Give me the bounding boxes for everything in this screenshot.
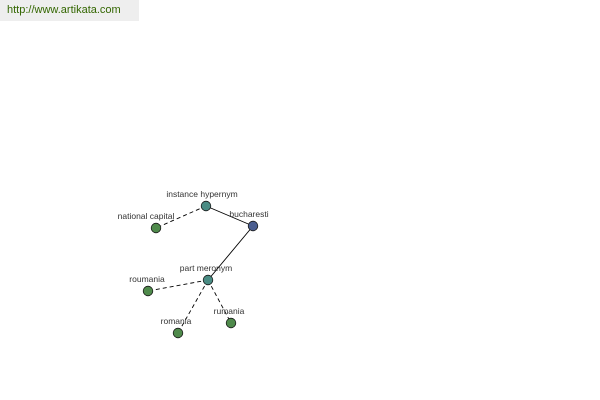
url-banner: http://www.artikata.com — [0, 0, 139, 21]
node-label-roumania: roumania — [129, 274, 165, 284]
node-label-romania: romania — [161, 316, 192, 326]
edge-bucharesti-part-meronym — [207, 225, 254, 281]
node-romania[interactable]: romania — [161, 316, 192, 339]
node-part-meronym[interactable]: part meronym — [180, 263, 232, 286]
node-circle-bucharesti[interactable] — [247, 220, 259, 232]
edges-layer — [147, 205, 254, 334]
node-label-bucharesti: bucharesti — [229, 209, 268, 219]
node-circle-rumania[interactable] — [225, 317, 237, 329]
edge-bucharesti-instance-hypernym — [205, 205, 254, 227]
edge-part-meronym-roumania — [147, 279, 209, 292]
edge-part-meronym-rumania — [207, 279, 232, 324]
node-circle-roumania[interactable] — [142, 285, 154, 297]
node-label-national-capital: national capital — [118, 211, 175, 221]
node-circle-part-meronym[interactable] — [202, 274, 214, 286]
node-label-rumania: rumania — [214, 306, 245, 316]
node-bucharesti[interactable]: bucharesti — [229, 209, 269, 232]
node-label-part-meronym: part meronym — [180, 263, 232, 273]
node-national-capital[interactable]: national capital — [118, 211, 175, 234]
node-rumania[interactable]: rumania — [214, 306, 245, 329]
nodes-layer: bucharesti instance hypernym national capi… — [118, 189, 269, 339]
node-circle-romania[interactable] — [172, 327, 184, 339]
node-circle-instance-hypernym[interactable] — [200, 200, 212, 212]
node-instance-hypernym[interactable]: instance hypernym — [166, 189, 238, 212]
edge-instance-hypernym-national-capital — [155, 205, 207, 229]
url-link[interactable]: http://www.artikata.com — [7, 4, 121, 16]
node-circle-national-capital[interactable] — [150, 222, 162, 234]
node-roumania[interactable]: roumania — [129, 274, 165, 297]
edge-part-meronym-romania — [177, 279, 209, 334]
node-label-instance-hypernym: instance hypernym — [166, 189, 237, 199]
